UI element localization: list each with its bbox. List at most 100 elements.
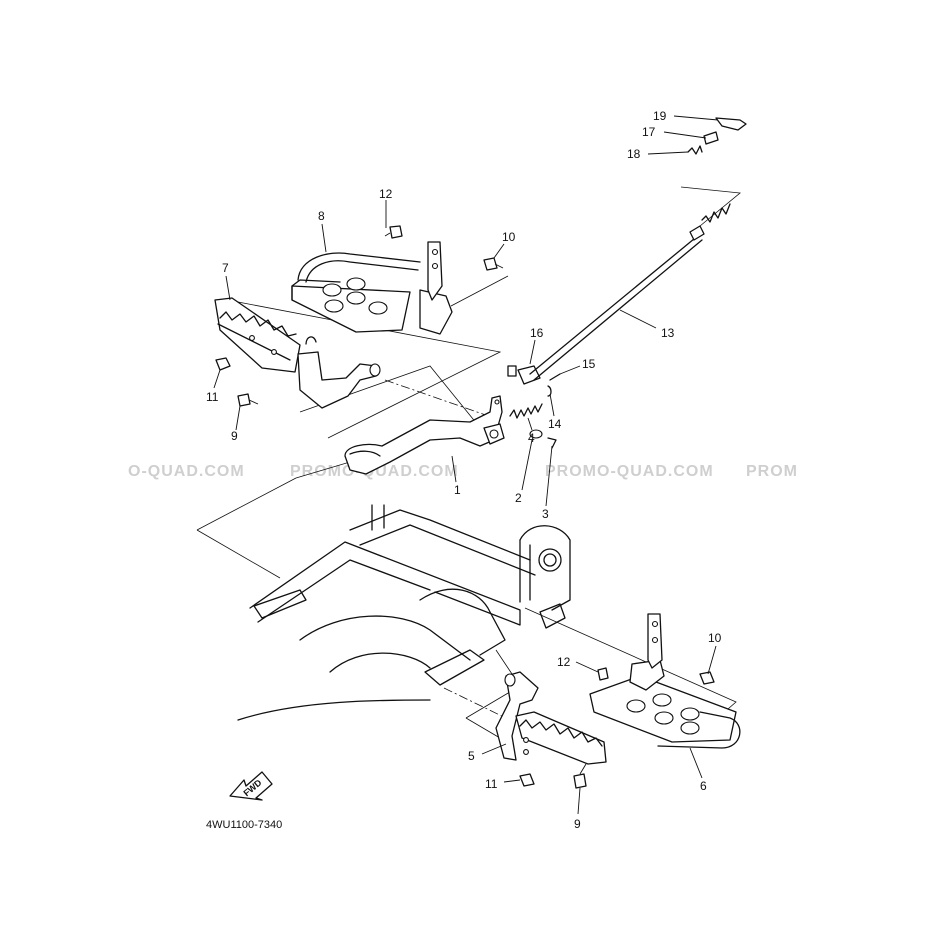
callout-12-lower: 12 <box>557 655 571 669</box>
leader-2 <box>521 439 533 491</box>
leader-9a <box>235 405 241 431</box>
nut-11-lower <box>519 773 535 787</box>
leader-8 <box>321 223 327 253</box>
bolt-9-upper <box>237 393 259 407</box>
bolt-12-upper <box>384 225 403 239</box>
leader-7 <box>225 275 231 301</box>
frame-rail-inner <box>257 559 431 623</box>
leader-17 <box>663 131 707 139</box>
footrest-left-part-8 <box>291 241 453 335</box>
lower-centerline <box>443 687 511 721</box>
callout-8: 8 <box>318 209 325 223</box>
pedal-1-tread <box>349 450 381 457</box>
leader-lines <box>213 115 719 815</box>
step-7-edge <box>217 323 291 361</box>
frame-post-right <box>519 539 531 603</box>
footrest-6-bracket-hole-2 <box>651 636 659 644</box>
step-bracket-upper-axle <box>369 363 381 377</box>
adjuster-part-17 <box>703 131 719 145</box>
footrest-6-tube <box>657 711 741 749</box>
leader-11a <box>213 369 221 389</box>
callout-18: 18 <box>627 147 641 161</box>
cable-13-ferrule <box>689 225 705 241</box>
part-number-label: 4WU1100-7340 <box>206 819 282 831</box>
callout-7: 7 <box>222 261 229 275</box>
footrest-6-hole-1 <box>626 699 646 713</box>
frame-mount-hole-inner <box>543 553 557 567</box>
footrest-6-hole-2 <box>652 693 672 707</box>
footrest-8-bracket <box>427 241 443 301</box>
bolt-10-upper-shank <box>494 263 504 269</box>
callout-1: 1 <box>454 483 461 497</box>
bolt-10-upper <box>483 257 504 271</box>
upper-right-ref <box>450 275 509 307</box>
callout-9-upper: 9 <box>231 429 238 443</box>
upper-left-frame-ref <box>237 301 502 439</box>
step-lower-part-5 <box>495 671 607 765</box>
step-5-hole-1 <box>523 737 529 743</box>
leader-16 <box>529 339 536 365</box>
callout-12-upper: 12 <box>379 187 393 201</box>
footrest-8-hole-2 <box>346 277 366 291</box>
step-5-teeth <box>519 719 603 747</box>
bolt-12-upper-shank <box>384 232 391 237</box>
frame-tube-lower <box>299 615 471 661</box>
leader-12b <box>575 661 599 673</box>
step-bracket-upper-body <box>297 351 377 409</box>
leader-3 <box>545 445 553 507</box>
watermark-3: PROMO-QUAD.COM <box>545 463 714 480</box>
leader-14 <box>549 393 555 417</box>
leader-9b <box>577 787 581 815</box>
bolt-9-lower-head <box>573 773 587 789</box>
cable-13-spring <box>701 203 731 223</box>
footrest-6-hole-3 <box>654 711 674 725</box>
footrest-right-part-6 <box>589 613 741 749</box>
leader-5 <box>481 743 507 755</box>
frame-tube-bottom <box>329 652 431 673</box>
spring-4-coil <box>509 403 543 419</box>
watermark-layer: O-QUAD.COM PROMO-QUAD.COM PROMO-QUAD.COM… <box>128 463 798 480</box>
step-bracket-upper-loop <box>305 336 317 345</box>
footrest-8-hole-5 <box>368 301 388 315</box>
bolt-10-lower-head <box>699 671 715 685</box>
watermark-4: PROM <box>746 463 798 480</box>
frame-right-bracket <box>539 603 566 629</box>
bolt-9-upper-shank <box>248 399 259 405</box>
footrest-8-hole-1 <box>322 283 342 297</box>
chassis-frame <box>237 504 571 721</box>
lower-left-ref-b <box>465 717 501 739</box>
leader-19 <box>673 115 719 121</box>
frame-mount-hole <box>538 548 562 572</box>
bolt-part-16 <box>507 365 541 385</box>
footrest-8-mount-block <box>419 289 453 335</box>
step-upper-part-7 <box>214 297 301 373</box>
footrest-6-plate <box>589 675 737 743</box>
step-7-hole-2 <box>249 335 255 341</box>
leader-1 <box>451 455 457 483</box>
watermark-1: O-QUAD.COM <box>128 463 245 480</box>
nut-11-lower-shape <box>519 773 535 787</box>
cable-13-line <box>529 233 701 375</box>
callout-4: 4 <box>528 431 535 445</box>
bolt-9-lower-shank <box>579 763 587 775</box>
leader-18 <box>647 151 689 155</box>
callout-11-lower: 11 <box>485 777 498 791</box>
bolt-10-upper-head <box>483 257 498 271</box>
pedal-1-pivot-hole <box>489 429 499 439</box>
callout-9-lower: 9 <box>574 817 581 831</box>
left-frame-ref-a <box>196 477 297 531</box>
fwd-arrow-shape <box>229 771 273 801</box>
frame-left-bracket <box>253 589 307 619</box>
footrest-6-hole-4 <box>680 707 700 721</box>
callout-10-upper: 10 <box>502 230 516 244</box>
frame-crossmember-bottom <box>359 524 536 576</box>
callout-11-upper: 11 <box>206 390 219 404</box>
callout-10-lower: 10 <box>708 631 722 645</box>
bolt-12-lower-head <box>597 667 609 681</box>
left-frame-ref-b <box>196 529 281 579</box>
callout-19: 19 <box>653 109 667 123</box>
callout-5: 5 <box>468 749 475 763</box>
step-7-teeth <box>219 311 297 337</box>
step-5-body <box>515 711 607 765</box>
